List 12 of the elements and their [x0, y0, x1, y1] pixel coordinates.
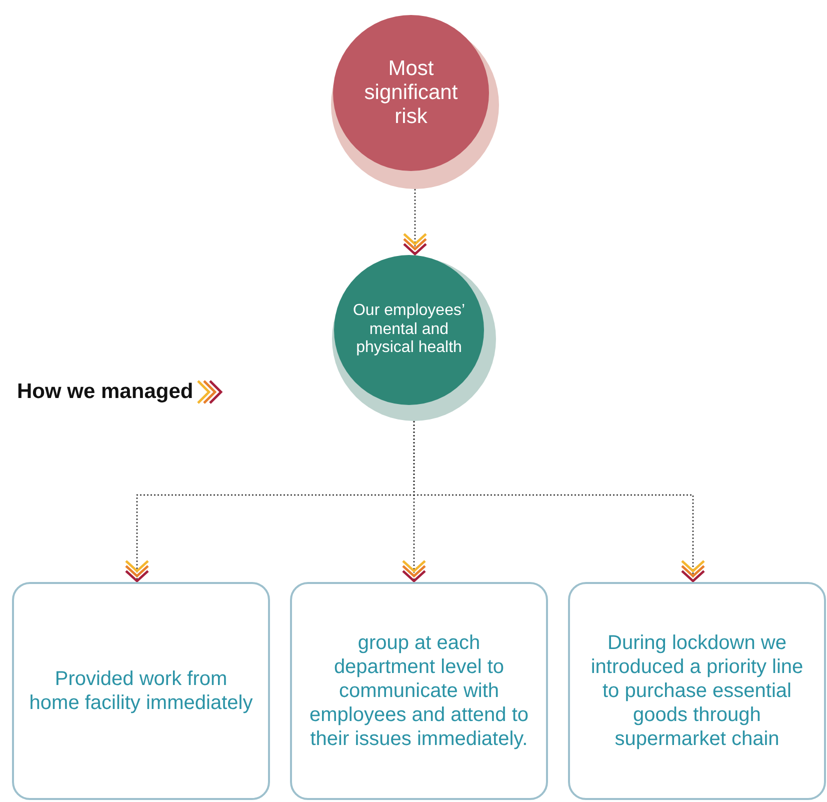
process-box	[290, 582, 548, 800]
section-heading: How we managed	[17, 380, 194, 404]
arrow	[413, 421, 706, 582]
arrow	[402, 189, 428, 256]
process-box	[568, 582, 826, 800]
circle-node	[329, 12, 499, 190]
node-text: Our employees’ mental and physical health	[352, 302, 466, 358]
node-text: Provided work from home facility immediately	[28, 667, 254, 715]
node-text: group at each department level to communicate with employees and attend to their issues immediately.	[308, 631, 530, 751]
process-box	[12, 582, 270, 800]
node-text: Most significant risk	[363, 56, 459, 130]
node-text: During lockdown we introduced a priority line to purchase essential goods through supermarket chain	[590, 631, 804, 751]
